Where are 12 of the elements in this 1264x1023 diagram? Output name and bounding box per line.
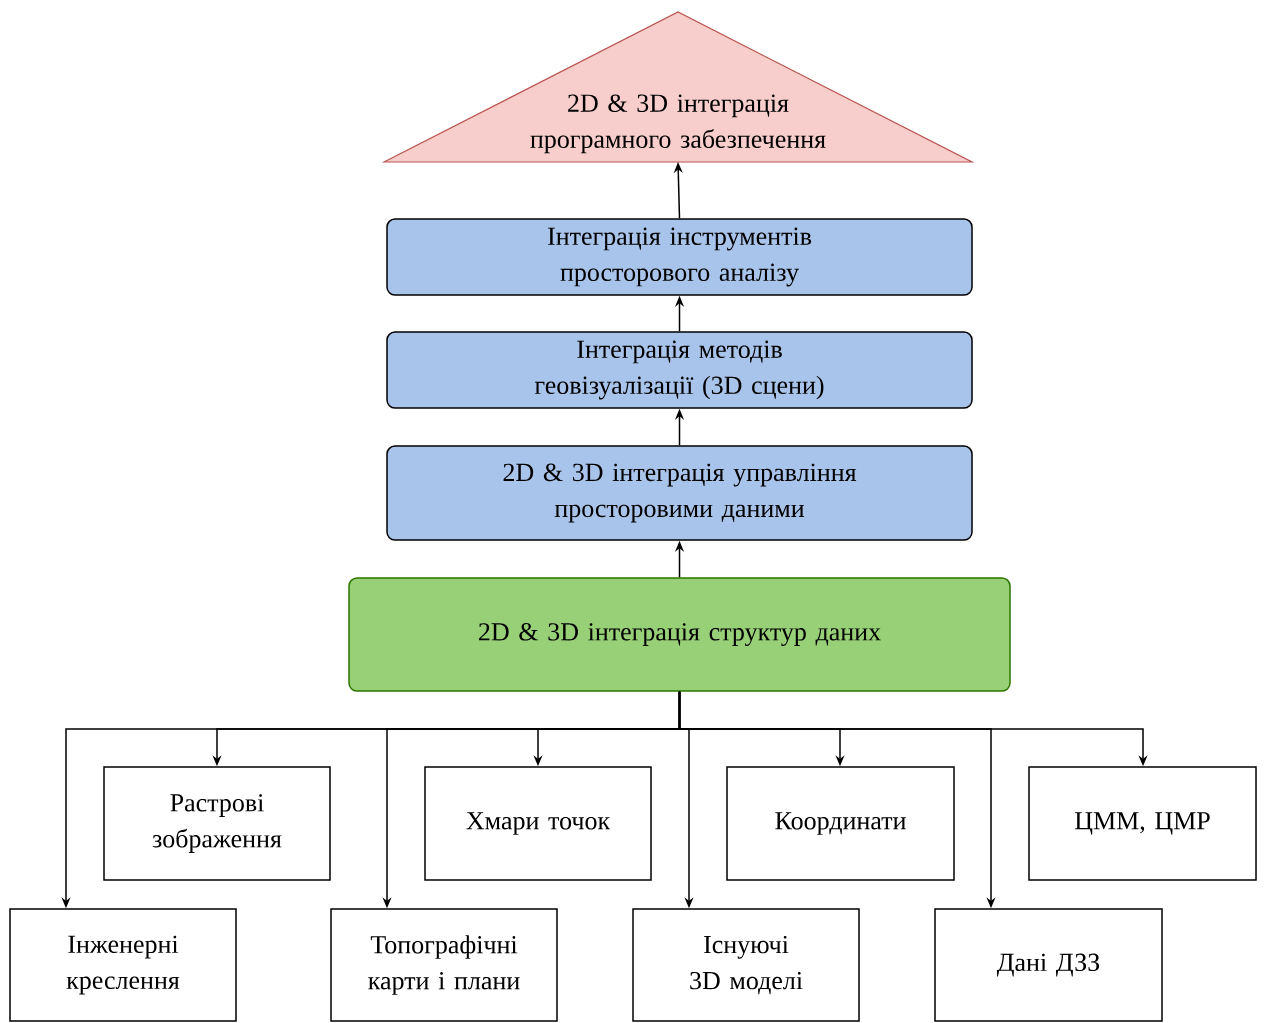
process-box: 2D & 3D інтеграція управління просторовими даними <box>386 445 973 541</box>
data-box: Растрові зображення <box>103 766 331 881</box>
data-box: Хмари точок <box>424 766 652 881</box>
data-box: Дані ДЗЗ <box>934 908 1163 1022</box>
data-box: Координати <box>726 766 955 881</box>
process-box: Інтеграція інструментів просторового аналізу <box>386 218 973 296</box>
data-box: Топографічні карти і плани <box>330 908 558 1022</box>
process-box: 2D & 3D інтеграція структур даних <box>348 577 1011 692</box>
process-box: Інтеграція методів геовізуалізації (3D сцени) <box>386 331 973 409</box>
data-box: ЦММ, ЦМР <box>1028 766 1257 881</box>
data-box: Інженерні креслення <box>9 908 237 1022</box>
data-box: Існуючі 3D моделі <box>632 908 860 1022</box>
